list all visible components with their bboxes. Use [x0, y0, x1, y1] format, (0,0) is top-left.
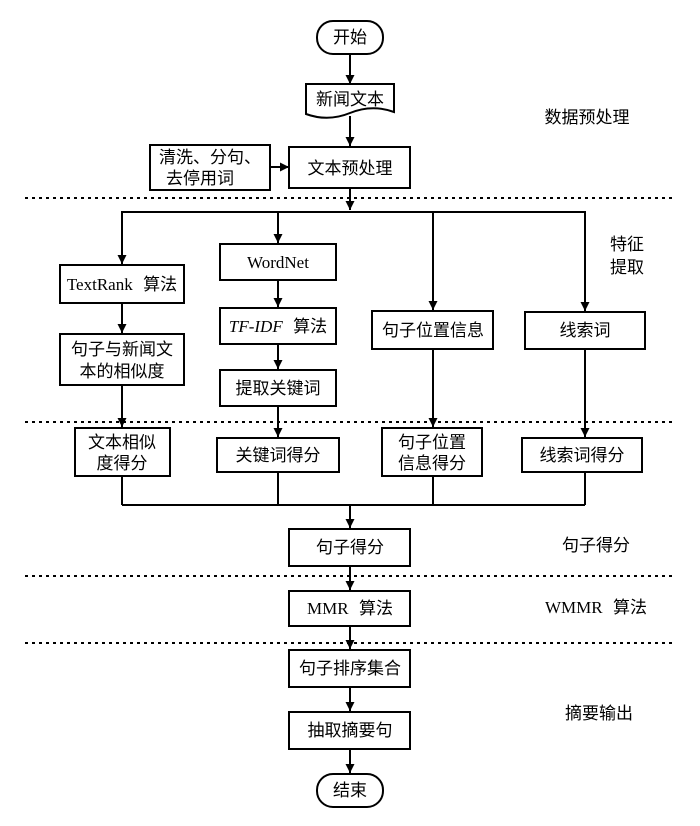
similarity-label-line1: 句子与新闻文 — [71, 340, 173, 360]
wordnet-box — [219, 243, 337, 281]
cue-word-score-box — [521, 437, 643, 473]
text-similarity-score-line1: 文本相似 — [88, 433, 156, 453]
keyword-score-label: 关键词得分 — [236, 446, 321, 466]
sentence-score-label: 句子得分 — [316, 538, 384, 558]
extract-summary-box — [288, 711, 411, 750]
tfidf-label-prefix: TF-IDF — [229, 317, 283, 336]
position-score-line1: 句子位置 — [398, 433, 466, 453]
node-labels: 开始 新闻文本 清洗、分句、 去停用词 文本预处理 TextRank 算法 Wo… — [67, 28, 625, 801]
start-label: 开始 — [333, 28, 367, 48]
news-document-shape — [305, 83, 395, 119]
stage-wmmr-prefix: WMMR — [545, 598, 603, 617]
position-score-line2: 信息得分 — [398, 454, 466, 474]
sentence-sort-label: 句子排序集合 — [299, 659, 401, 679]
node-shapes — [59, 20, 646, 808]
cue-words-box — [524, 311, 646, 350]
position-info-label: 句子位置信息 — [382, 321, 484, 341]
position-score-box — [381, 427, 483, 477]
textrank-label-suffix: 算法 — [143, 275, 177, 295]
text-preprocess-label: 文本预处理 — [308, 159, 393, 179]
similarity-box — [59, 333, 185, 386]
mmr-label-suffix: 算法 — [359, 599, 393, 619]
textrank-label: TextRank 算法 — [67, 275, 177, 295]
text-similarity-score-line2: 度得分 — [97, 454, 148, 474]
sentence-sort-box — [288, 649, 411, 688]
stage-summary-output: 摘要输出 — [565, 704, 633, 724]
stage-feature-extraction-line2: 提取 — [610, 258, 644, 278]
cleaning-label-line1: 清洗、分句、 — [159, 148, 261, 168]
news-text-label: 新闻文本 — [316, 90, 384, 110]
end-label: 结束 — [333, 781, 367, 801]
mmr-label-prefix: MMR — [307, 599, 349, 618]
text-preprocess-box — [288, 146, 411, 189]
stage-preprocessing: 数据预处理 — [545, 108, 630, 128]
sentence-score-box — [288, 528, 411, 567]
keyword-score-box — [216, 437, 340, 473]
tfidf-box — [219, 307, 337, 345]
textrank-label-prefix: TextRank — [67, 275, 133, 294]
extract-summary-label: 抽取摘要句 — [308, 721, 393, 741]
end-terminal — [316, 773, 384, 808]
stage-wmmr-suffix: 算法 — [613, 598, 647, 618]
textrank-box — [59, 264, 185, 304]
mmr-label: MMR 算法 — [307, 599, 393, 619]
keywords-box — [219, 369, 337, 407]
wordnet-label: WordNet — [247, 253, 309, 272]
stage-sentence-scoring: 句子得分 — [562, 536, 630, 556]
connectors — [117, 54, 590, 773]
cue-words-label: 线索词 — [560, 321, 611, 341]
stage-labels: 数据预处理 特征 提取 句子得分 WMMR 算法 摘要输出 — [545, 108, 648, 724]
tfidf-label-suffix: 算法 — [293, 317, 327, 337]
cleaning-label-line2: 去停用词 — [166, 169, 234, 189]
extract-keywords-label: 提取关键词 — [236, 379, 321, 399]
cleaning-box — [149, 144, 271, 191]
stage-wmmr: WMMR 算法 — [545, 598, 647, 618]
stage-feature-extraction-line1: 特征 — [610, 235, 644, 255]
start-terminal — [316, 20, 384, 55]
text-similarity-score-box — [74, 427, 171, 477]
tfidf-label: TF-IDF 算法 — [229, 317, 327, 337]
mmr-box — [288, 590, 411, 627]
similarity-label-line2: 本的相似度 — [80, 362, 165, 382]
branch-bus — [121, 211, 586, 312]
cue-word-score-label: 线索词得分 — [540, 446, 625, 466]
position-info-box — [371, 310, 494, 350]
